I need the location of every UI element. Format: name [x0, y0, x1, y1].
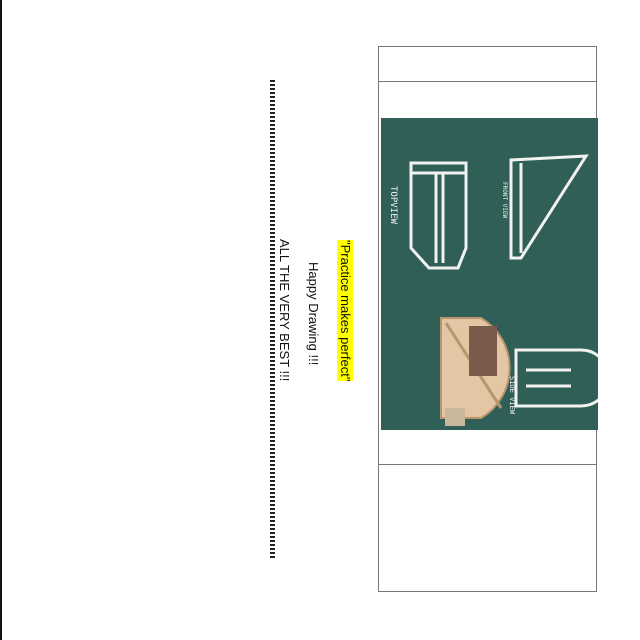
top-view-label: TOPVIEW	[388, 186, 398, 225]
table-row-top	[379, 47, 596, 82]
side-view-label: SIDE VIEW	[508, 376, 516, 415]
page-left-border	[0, 0, 2, 640]
top-view-sketch	[409, 161, 468, 270]
blackboard-photo: TOPVIEW FRONT VIEW SIDE VIEW	[381, 118, 598, 430]
side-view-sketch	[514, 348, 598, 408]
front-view-label: FRONT VIEW	[501, 182, 508, 219]
blackboard-drawing: TOPVIEW FRONT VIEW SIDE VIEW	[381, 118, 598, 430]
layout-table: TOPVIEW FRONT VIEW SIDE VIEW	[378, 46, 598, 592]
protractor	[440, 317, 511, 426]
wishes-text: ALL THE VERY BEST !!!	[277, 239, 292, 382]
table-row-bottom	[379, 465, 596, 591]
table-row-image: TOPVIEW FRONT VIEW SIDE VIEW	[379, 82, 598, 465]
greeting-text: Happy Drawing !!!	[306, 262, 321, 366]
quote-highlight: "Practice makes perfect"	[337, 240, 353, 382]
front-view-sketch	[509, 154, 589, 260]
dotted-separator	[270, 80, 275, 560]
